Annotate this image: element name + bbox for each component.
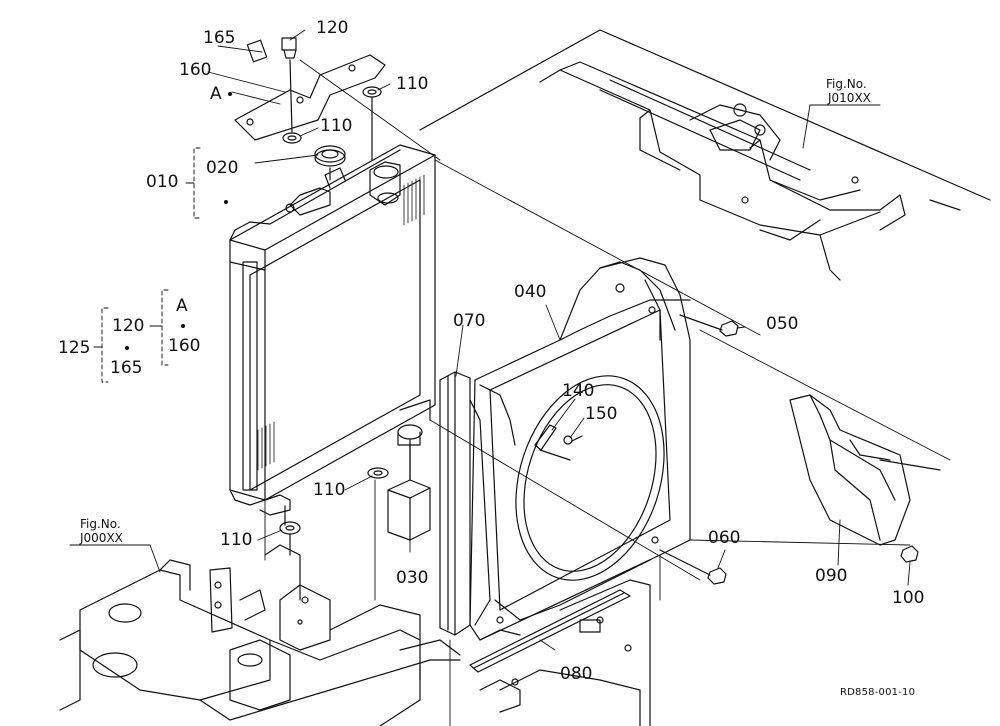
callout-110-a: 110	[396, 74, 429, 94]
group-a: A	[176, 296, 188, 316]
fig-ref-underlines	[69, 104, 881, 546]
upper-frame-bracket	[419, 29, 991, 281]
reference-lines	[264, 59, 951, 726]
side-baffle	[789, 394, 941, 563]
fig-ref-code-left: J000XX	[80, 531, 123, 545]
callout-060: 060	[708, 528, 741, 548]
callout-165-top: 165	[203, 28, 236, 48]
shroud-bolt-lower	[659, 549, 727, 585]
callout-leaders	[149, 29, 911, 651]
radiator-cap	[314, 145, 346, 181]
radiator-top-bracket	[234, 37, 386, 161]
foam-block	[367, 444, 431, 541]
fig-ref-code-top: J010XX	[828, 91, 871, 105]
callout-110-c: 110	[313, 480, 346, 500]
fig-ref-title-top: Fig.No.	[826, 77, 867, 91]
callout-110-d: 110	[220, 530, 253, 550]
lower-washer	[279, 521, 301, 556]
side-seal-strip	[439, 371, 471, 636]
lower-frame	[59, 544, 651, 726]
radiator-fin-hatching	[257, 174, 425, 471]
fig-ref-title-left: Fig.No.	[80, 517, 121, 531]
callout-080: 080	[560, 664, 593, 684]
cover-plate	[534, 424, 583, 461]
group-dot	[181, 324, 185, 328]
callout-a-top: A	[210, 84, 222, 104]
callout-150: 150	[585, 404, 618, 424]
callout-090: 090	[815, 566, 848, 586]
callout-160: 160	[179, 60, 212, 80]
callout-100: 100	[892, 588, 925, 608]
group-120: 120	[112, 316, 145, 336]
callout-050: 050	[766, 314, 799, 334]
callout-120-top: 120	[316, 18, 349, 38]
callout-dot	[228, 92, 232, 96]
callout-brackets	[93, 147, 201, 383]
callout-020: 020	[206, 158, 239, 178]
callout-140: 140	[562, 381, 595, 401]
callout-030: 030	[396, 568, 429, 588]
radiator-core	[229, 144, 436, 526]
drawing-id: RD858-001-10	[840, 687, 916, 698]
callout-070: 070	[453, 311, 486, 331]
callout-dot	[224, 200, 228, 204]
callout-010: 010	[146, 172, 179, 192]
group-165: 165	[110, 358, 143, 378]
lower-guide-rail	[469, 589, 631, 673]
group-dot	[125, 346, 129, 350]
callout-110-b: 110	[320, 116, 353, 136]
fan-shroud	[469, 257, 691, 641]
callout-125: 125	[58, 338, 91, 358]
shroud-bolt-upper	[679, 314, 739, 337]
callout-040: 040	[514, 282, 547, 302]
group-160: 160	[168, 336, 201, 356]
